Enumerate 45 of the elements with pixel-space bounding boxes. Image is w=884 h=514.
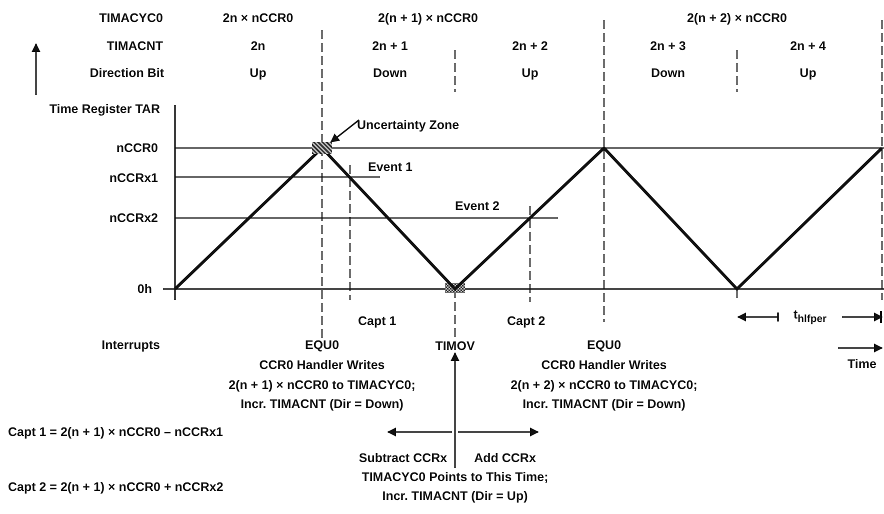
label-text: Capt 2 (507, 314, 546, 328)
label-text: TIMACNT (106, 39, 163, 53)
label-text: Down (372, 66, 408, 80)
label-text: Up (522, 66, 538, 80)
label-text: 2(n + 1) × nCCR0 (378, 11, 478, 25)
leader-line (330, 119, 360, 143)
annotation-text: Uncertainty Zone (357, 116, 460, 135)
label-text: Incr. TIMACNT (Dir = Down) (522, 397, 686, 411)
label-text: Event 2 (455, 199, 500, 213)
label-text: Capt 1 = 2(n + 1) × nCCR0 – nCCRx1 (8, 425, 223, 439)
uncertainty-zone (312, 142, 332, 154)
label-text: Capt 1 (358, 314, 396, 328)
label-text: 2n + 4 (790, 39, 826, 53)
label-text: Down (650, 66, 686, 80)
annotation-text: TIMACYC0 Points to This Time; Incr. TIMACNT (Dir = Up) (355, 468, 555, 506)
label-text: 2n + 3 (650, 39, 686, 53)
label-text: CCR0 Handler Writes (541, 358, 667, 372)
label-text: 0h (137, 282, 152, 296)
label-text: Direction Bit (90, 66, 164, 80)
label-text: Time Register TAR (49, 102, 160, 116)
label-text: CCR0 Handler Writes (259, 358, 385, 372)
label-text: Capt 2 = 2(n + 1) × nCCR0 + nCCRx2 (8, 480, 224, 494)
label-text: 2n × nCCR0 (222, 11, 294, 25)
label-text: Up (250, 66, 266, 80)
label-text: nCCR0 (116, 141, 158, 155)
label-text: nCCRx2 (109, 211, 158, 225)
label-text: EQU0 (586, 338, 622, 352)
label-text: 2(n + 2) × nCCR0 to TIMACYC0; (510, 378, 698, 392)
label-text: Add CCRx (474, 451, 536, 465)
label-text: Subtract CCRx (358, 451, 448, 465)
label-text: 2n + 2 (512, 39, 548, 53)
label-text: TIMACYC0 (99, 11, 163, 25)
label-text: 2n + 1 (372, 39, 408, 53)
label-text: 2(n + 2) × nCCR0 (686, 11, 788, 25)
label-text: Up (800, 66, 816, 80)
label-text: EQU0 (304, 338, 340, 352)
label-text: 2n (250, 39, 266, 53)
label-text: Interrupts (102, 338, 160, 352)
label-text: Incr. TIMACNT (Dir = Down) (240, 397, 404, 411)
annotation-text: TIMOV (425, 337, 485, 353)
label-text: Event 1 (368, 160, 412, 174)
label-text: Time (848, 357, 876, 371)
leader-line (450, 352, 460, 468)
label-text: 2(n + 1) × nCCR0 to TIMACYC0; (228, 378, 416, 392)
label-text: nCCRx1 (109, 171, 158, 185)
